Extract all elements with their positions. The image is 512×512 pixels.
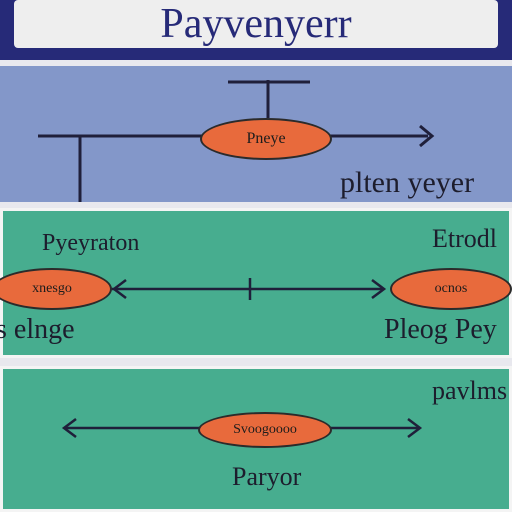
header-bar: Payvenyerr bbox=[0, 0, 512, 60]
middle-bottom-left-label: s elnge bbox=[0, 314, 75, 345]
bottom-node: Svoogoooo bbox=[198, 412, 332, 448]
bottom-right-arrowhead bbox=[407, 418, 423, 438]
middle-bottom-right-label: Pleog Pey bbox=[384, 314, 497, 345]
bottom-node-label: Svoogoooo bbox=[233, 422, 297, 437]
bottom-panel-frame bbox=[0, 366, 512, 512]
middle-right-arrowhead bbox=[371, 279, 387, 299]
top-node: Pneye bbox=[200, 118, 332, 160]
middle-right-node-label: ocnos bbox=[434, 281, 468, 296]
top-arrowhead bbox=[419, 124, 435, 148]
middle-right-node: ocnos bbox=[390, 268, 512, 310]
middle-left-node: xnesgo bbox=[0, 268, 112, 310]
title-box bbox=[14, 0, 498, 48]
middle-panel-connectors bbox=[110, 278, 387, 300]
bottom-left-arrowhead bbox=[61, 418, 77, 438]
top-right-caption: pltеn yeyer bbox=[340, 166, 475, 199]
page-title: Payvenyerr bbox=[160, 1, 352, 47]
bottom-right-label: pavlms bbox=[432, 376, 508, 405]
middle-top-left-label: Pyeyraton bbox=[42, 230, 140, 256]
middle-panel: Pyeyraton Etrodl xnesgo ocnos s elnge Pl… bbox=[0, 208, 512, 358]
middle-left-node-label: xnesgo bbox=[32, 281, 72, 296]
bottom-panel: pavlms Svoogoooo Paryor bbox=[0, 366, 512, 512]
middle-top-right-label: Etrodl bbox=[432, 224, 497, 253]
middle-left-arrowhead bbox=[111, 279, 127, 299]
top-node-label: Pneye bbox=[246, 130, 286, 147]
top-panel: Pneye pltеn yeyer bbox=[0, 66, 512, 202]
bottom-caption: Paryor bbox=[232, 462, 302, 491]
